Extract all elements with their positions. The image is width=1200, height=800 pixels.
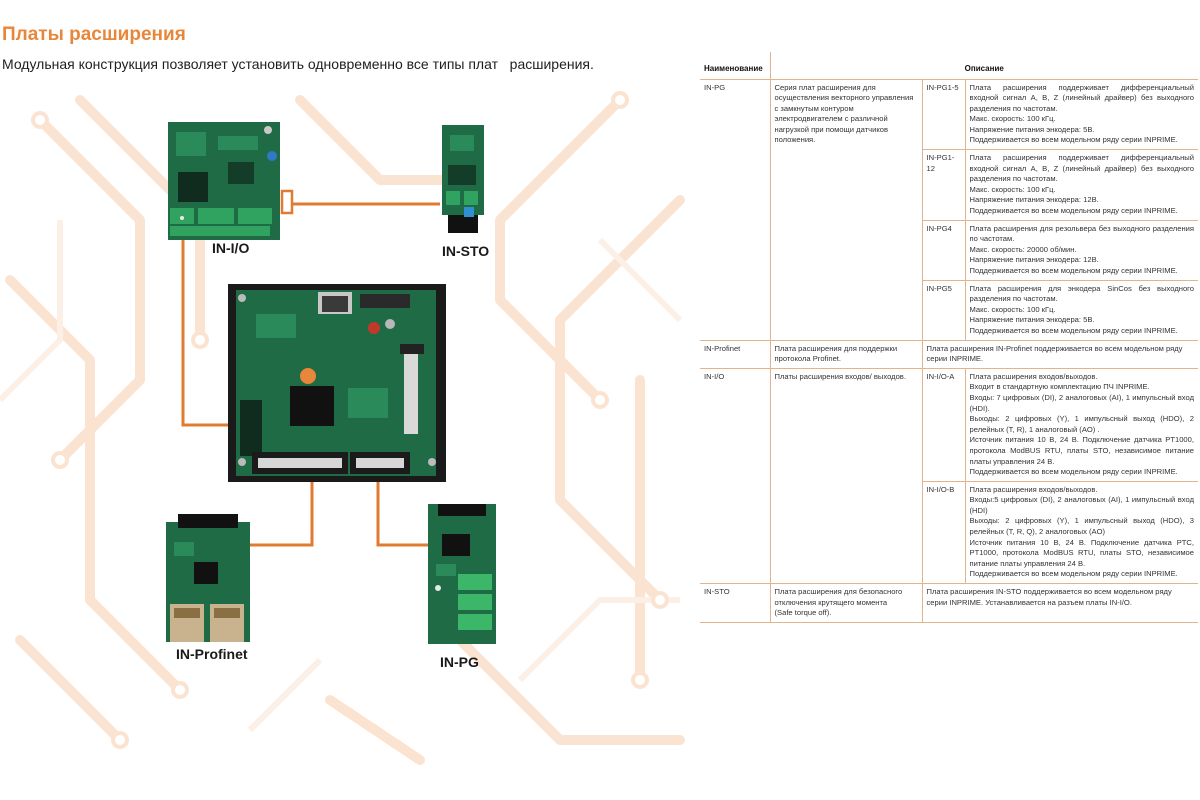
- board-summary-cell: Плата расширения для поддержки протокола…: [769, 339, 923, 369]
- header-name: Наименование: [700, 52, 771, 80]
- board-name-cell: IN-PG: [700, 78, 771, 341]
- control-board-image: [228, 284, 446, 482]
- variant-text-cell: Плата расширения поддерживает дифференци…: [964, 78, 1198, 151]
- variant-code-cell: IN-PG4: [922, 219, 966, 281]
- table-header-row: Наименование Описание: [700, 52, 1198, 80]
- variant-code-cell: IN-PG1-5: [921, 78, 966, 151]
- board-summary-cell: Платы расширения входов/ выходов.: [769, 367, 923, 585]
- profinet-board-image: [166, 514, 250, 642]
- board-summary-cell: Серия плат расширения для осуществления …: [769, 78, 923, 341]
- board-name-cell: IN-Profinet: [700, 339, 771, 369]
- pg-board-label: IN-PG: [440, 654, 479, 670]
- profinet-board-label: IN-Profinet: [176, 646, 248, 662]
- board-name-cell: IN-STO: [700, 583, 771, 623]
- sto-board-image: [440, 125, 486, 233]
- variant-text-cell: Плата расширения входов/выходов. Входит …: [964, 367, 1198, 482]
- page-subtitle: Модульная конструкция позволяет установи…: [2, 56, 594, 72]
- variant-text-cell: Плата расширения для энкодера SinCos без…: [964, 279, 1198, 341]
- board-summary-cell: Плата расширения для безопасного отключе…: [769, 583, 923, 623]
- variant-text-cell: Плата расширения поддерживает дифференци…: [964, 149, 1198, 221]
- variant-text-cell: Плата расширения для резольвера без выхо…: [964, 219, 1198, 281]
- board-full-description-cell: Плата расширения IN-STO поддерживается в…: [921, 583, 1198, 623]
- board-name-cell: IN-I/O: [700, 367, 771, 585]
- io-board-image: [168, 122, 280, 240]
- variant-text-cell: Плата расширения входов/выходов. Входы:5…: [964, 480, 1198, 585]
- pg-board-image: [428, 504, 496, 644]
- page-title: Платы расширения: [2, 24, 186, 45]
- variant-code-cell: IN-PG5: [922, 279, 966, 341]
- variant-code-cell: IN-PG1-12: [922, 149, 966, 221]
- variant-code-cell: IN-I/O-B: [922, 480, 966, 585]
- variant-code-cell: IN-I/O-A: [921, 367, 966, 482]
- board-full-description-cell: Плата расширения IN-Profinet поддерживае…: [921, 339, 1198, 369]
- io-board-label: IN-I/O: [212, 240, 250, 256]
- header-description: Описание: [769, 52, 1198, 80]
- sto-board-label: IN-STO: [442, 243, 490, 259]
